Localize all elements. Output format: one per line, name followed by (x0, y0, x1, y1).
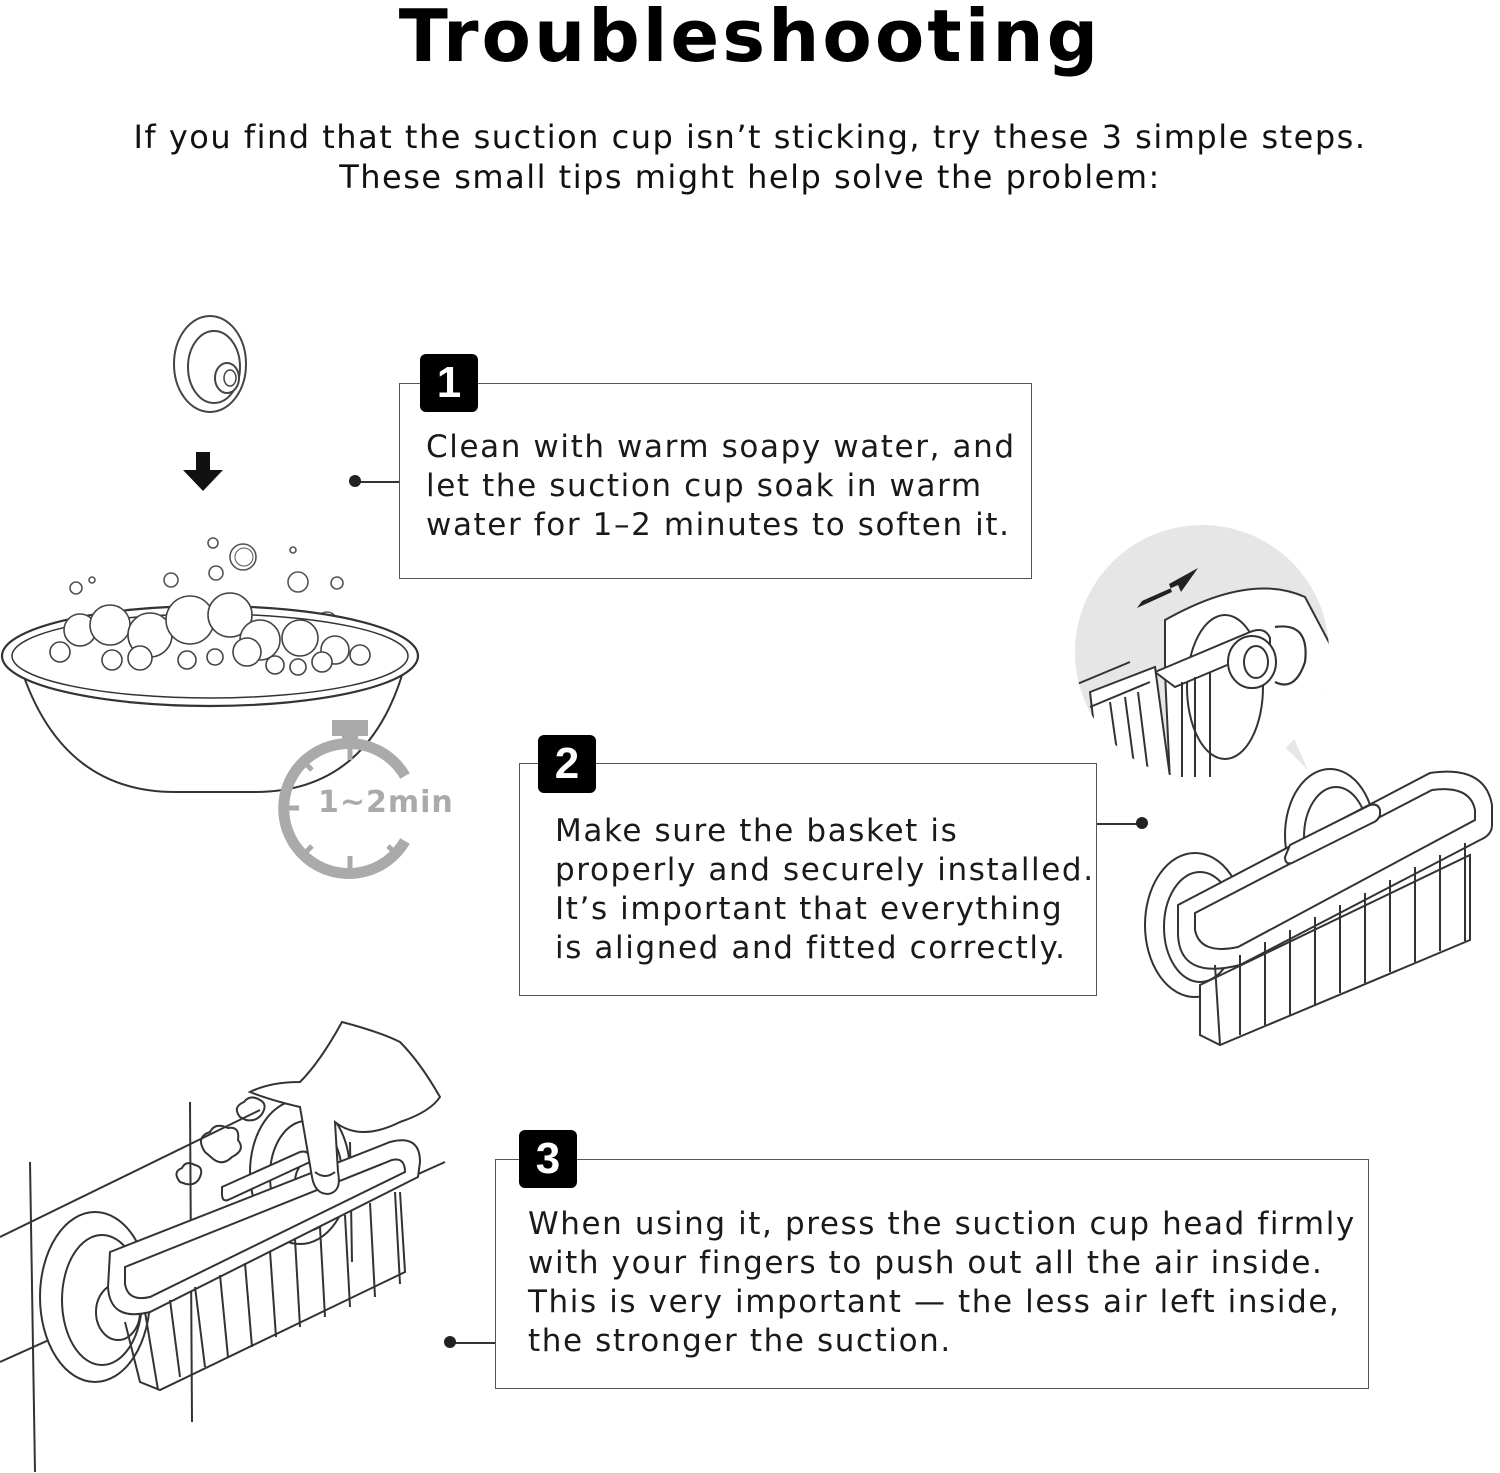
step-1-line-2: let the suction cup soak in warm (426, 468, 983, 504)
step-2-connector (1097, 823, 1142, 825)
step-2-line-3: It’s important that everything (555, 891, 1064, 927)
step-2-connector-dot (1136, 817, 1148, 829)
subtitle-line-1: If you find that the suction cup isn’t s… (133, 118, 1367, 156)
arrow-down-icon (183, 452, 223, 491)
step-3-connector (450, 1342, 495, 1344)
step-1-connector (355, 481, 399, 483)
stopwatch-icon (278, 720, 410, 879)
zoom-detail-illustration (1075, 525, 1329, 779)
step-1-box (399, 383, 1032, 579)
step-3-connector-dot (444, 1336, 456, 1348)
basket-illustration (1144, 768, 1493, 1047)
suction-cup-icon (173, 315, 247, 413)
step-3-line-2: with your fingers to push out all the ai… (528, 1245, 1324, 1281)
step-3-line-1: When using it, press the suction cup hea… (528, 1206, 1356, 1242)
step-3-line-3: This is very important — the less air le… (528, 1284, 1341, 1320)
step-1-badge: 1 (420, 354, 478, 412)
step-3-box (495, 1159, 1369, 1389)
step-2-badge: 2 (538, 735, 596, 793)
step-2-line-1: Make sure the basket is (555, 813, 959, 849)
step-1-line-3: water for 1–2 minutes to soften it. (426, 507, 1011, 543)
step-2-line-4: is aligned and fitted correctly. (555, 930, 1067, 966)
subtitle-line-2: These small tips might help solve the pr… (339, 158, 1161, 196)
step-1-connector-dot (349, 475, 361, 487)
step-1-line-1: Clean with warm soapy water, and (426, 429, 1016, 465)
finger-press-illustration (0, 1020, 446, 1473)
step-2-box (519, 763, 1097, 996)
step-3-line-4: the stronger the suction. (528, 1323, 952, 1359)
page-title: Troubleshooting (398, 0, 1102, 78)
step-3-badge: 3 (519, 1130, 577, 1188)
step-2-line-2: properly and securely installed. (555, 852, 1095, 888)
timer-label: 1~2min (318, 785, 454, 820)
